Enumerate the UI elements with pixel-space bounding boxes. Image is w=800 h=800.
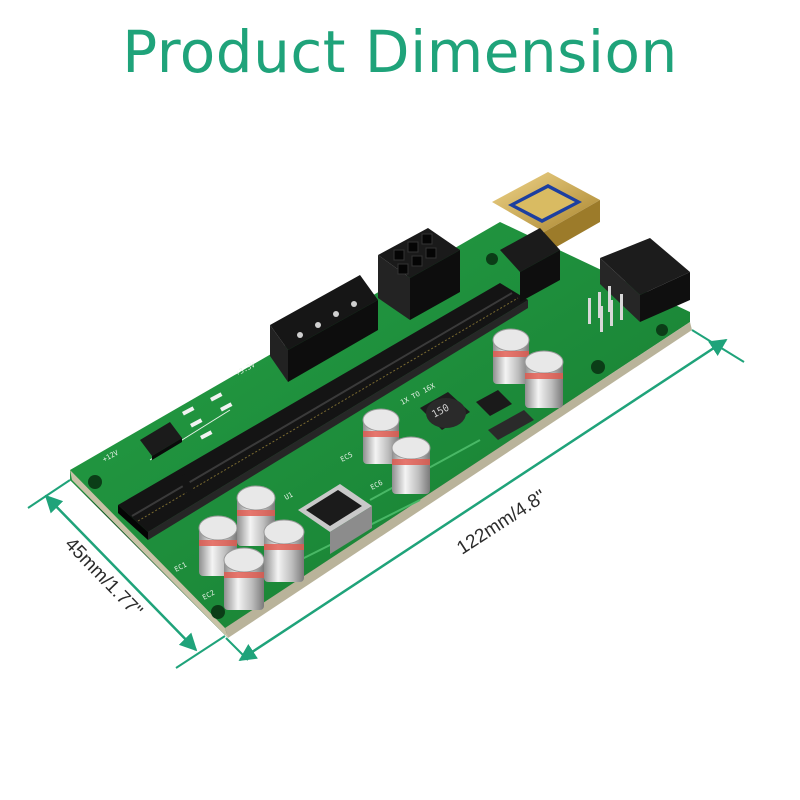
capacitor bbox=[391, 436, 431, 494]
length-label: 122mm/4.8" bbox=[453, 486, 550, 559]
width-label: 45mm/1.77" bbox=[60, 534, 146, 622]
six-pin-connector bbox=[378, 228, 460, 320]
small-ic-chip bbox=[140, 422, 182, 460]
capacitor bbox=[492, 328, 530, 384]
capacitor bbox=[263, 519, 305, 582]
capacitor bbox=[223, 547, 265, 610]
usb-port bbox=[492, 172, 600, 254]
capacitor bbox=[524, 350, 564, 408]
page-title: Product Dimension bbox=[122, 18, 678, 86]
smd-resistors bbox=[182, 392, 233, 440]
side-power-connector bbox=[588, 238, 690, 332]
header-connector bbox=[500, 228, 560, 302]
